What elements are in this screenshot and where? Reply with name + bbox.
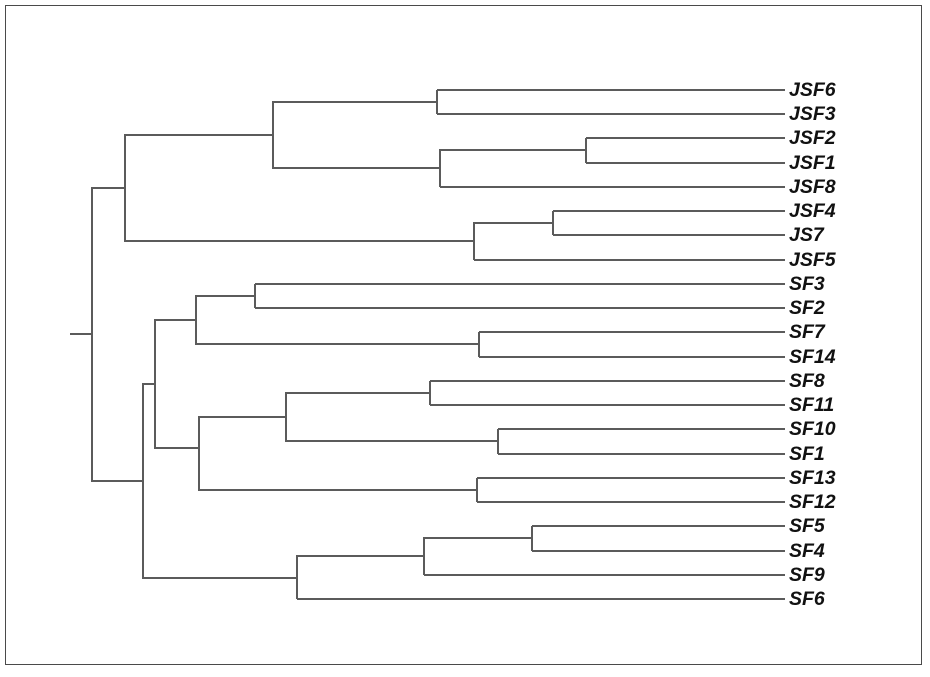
leaf-label-jsf6: JSF6 [789, 79, 836, 101]
leaf-label-sf13: SF13 [789, 467, 836, 489]
leaf-label-group: JSF6JSF3JSF2JSF1JSF8JSF4JS7JSF5SF3SF2SF7… [789, 79, 837, 610]
leaf-label-sf6: SF6 [789, 588, 825, 610]
dendrogram-links [70, 90, 587, 599]
link-n_jsf2_jsf1_jsf8 [439, 149, 586, 187]
leaf-label-sf10: SF10 [789, 418, 836, 440]
link-n_sf_bottom [296, 555, 424, 599]
link-n_sf_b1 [285, 392, 498, 442]
leaf-label-sf2: SF2 [789, 297, 825, 319]
link-n_jsf_upper [272, 101, 440, 169]
link-n_jsf4_js7_jsf5 [473, 222, 553, 260]
leaf-label-sf3: SF3 [789, 273, 825, 295]
leaf-label-js7: JS7 [789, 224, 825, 246]
leaf-label-jsf2: JSF2 [789, 127, 836, 149]
leaf-label-jsf5: JSF5 [789, 249, 837, 271]
leaf-label-sf4: SF4 [789, 540, 825, 562]
leaf-label-sf5: SF5 [789, 515, 826, 537]
leaf-label-sf14: SF14 [789, 346, 836, 368]
link-n_sf_ab [154, 319, 199, 449]
link-n_sf_b [198, 416, 477, 491]
link-n_jsf_root [124, 134, 474, 242]
leaf-label-jsf8: JSF8 [789, 176, 836, 198]
dendrogram-leaves [255, 89, 785, 600]
leaf-label-jsf4: JSF4 [789, 200, 836, 222]
link-n_sf5_sf4_sf9 [423, 537, 532, 575]
leaf-label-jsf3: JSF3 [789, 103, 836, 125]
leaf-label-sf11: SF11 [789, 394, 834, 416]
leaf-label-sf12: SF12 [789, 491, 836, 513]
leaf-label-sf8: SF8 [789, 370, 825, 392]
figure-border [5, 5, 922, 665]
leaf-label-sf7: SF7 [789, 321, 826, 343]
link-n_sf_root [142, 383, 297, 579]
leaf-label-jsf1: JSF1 [789, 152, 836, 174]
leaf-label-sf1: SF1 [789, 443, 825, 465]
link-n_root [91, 187, 143, 482]
link-n_sf_a [195, 295, 479, 345]
leaf-label-sf9: SF9 [789, 564, 825, 586]
